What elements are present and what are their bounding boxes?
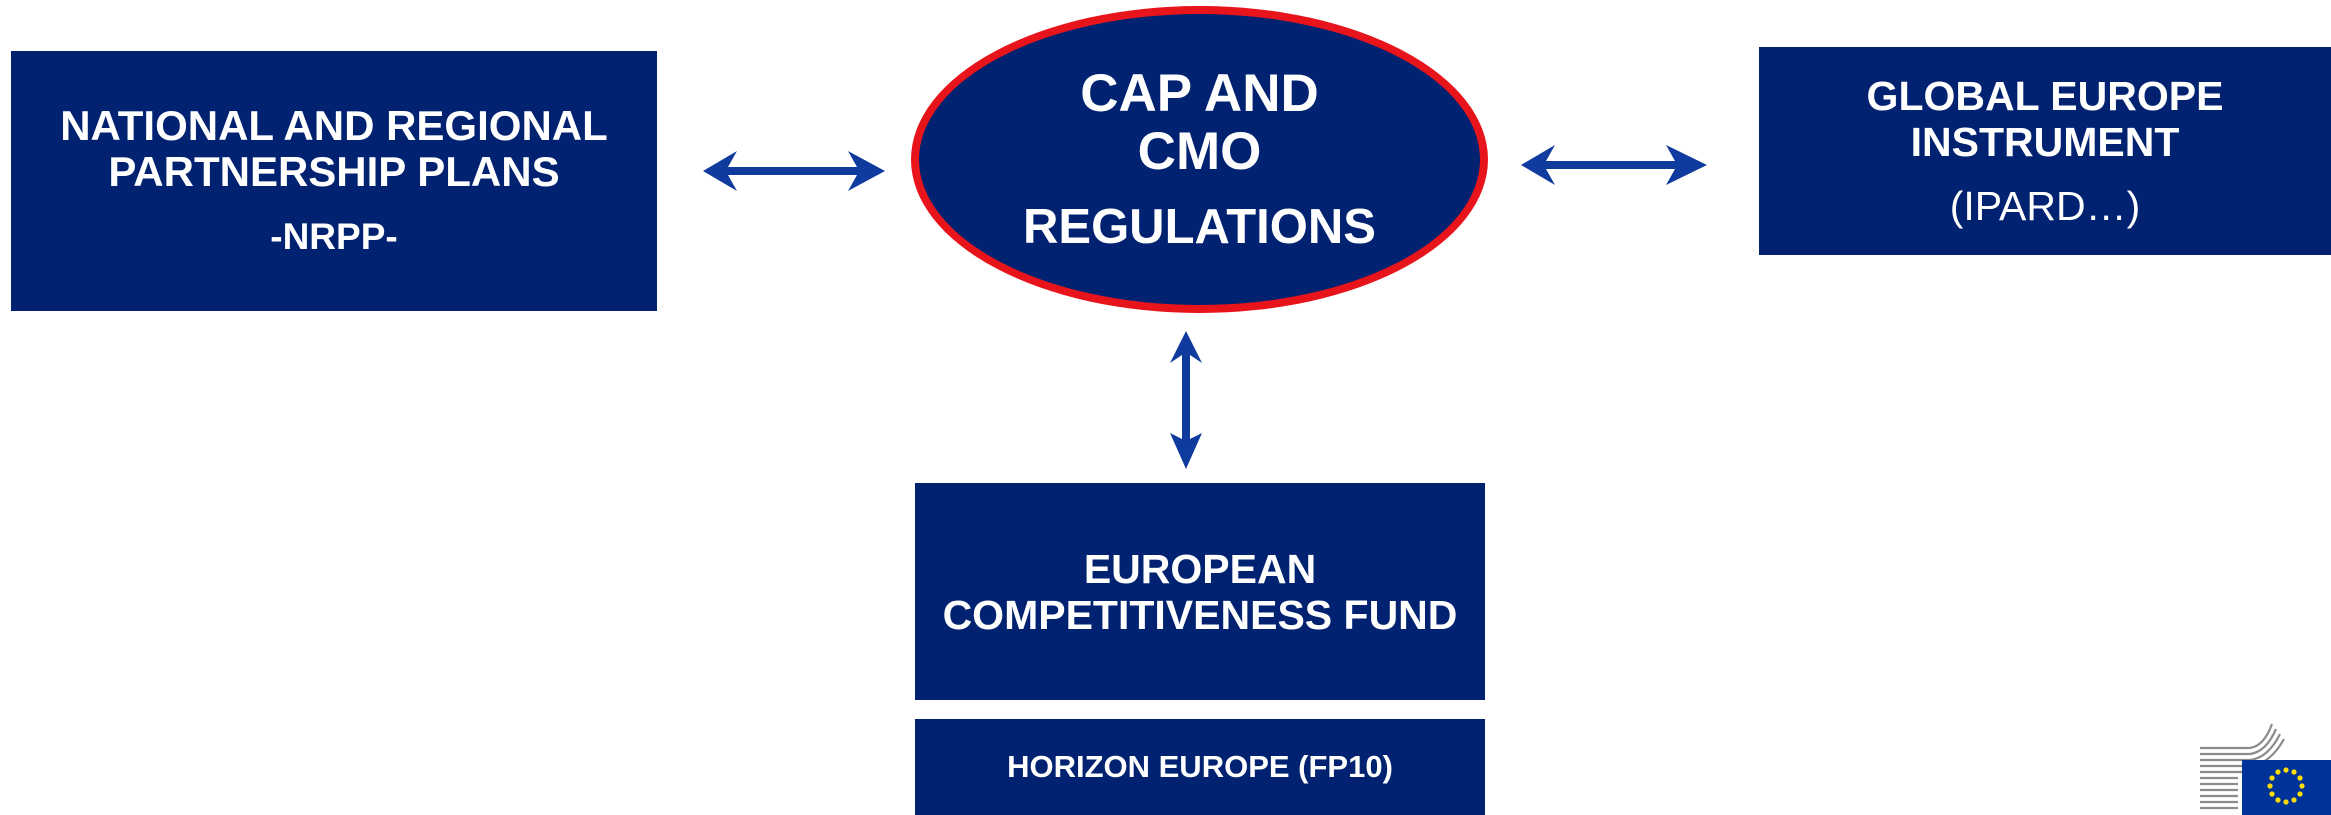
horizon-europe-box: HORIZON EUROPE (FP10)	[915, 719, 1485, 815]
ecf-title-line1: EUROPEAN	[1083, 545, 1317, 592]
ecf-title-line2: COMPETITIVENESS FUND	[942, 591, 1458, 638]
arrow-cap-ecf	[1170, 331, 1202, 469]
cap-title-line3: REGULATIONS	[1023, 199, 1376, 254]
cap-title-line1: CAP AND	[1080, 63, 1319, 123]
global-europe-title-line1: GLOBAL EUROPE	[1866, 73, 2224, 119]
european-commission-logo-icon	[2200, 723, 2331, 815]
arrow-nrpp-cap	[703, 151, 885, 191]
ecf-box: EUROPEAN COMPETITIVENESS FUND	[915, 483, 1485, 700]
nrpp-acronym: -NRPP-	[270, 216, 398, 257]
arrow-cap-global-europe	[1521, 145, 1707, 185]
global-europe-box: GLOBAL EUROPE INSTRUMENT (IPARD…)	[1759, 47, 2331, 255]
global-europe-title-line2: INSTRUMENT	[1910, 119, 2180, 165]
horizon-europe-title: HORIZON EUROPE (FP10)	[1007, 749, 1393, 784]
cap-cmo-regulations-oval: CAP AND CMO REGULATIONS	[911, 6, 1488, 313]
nrpp-title-line1: NATIONAL AND REGIONAL	[60, 102, 608, 149]
cap-title-line2: CMO	[1137, 121, 1262, 181]
nrpp-title-line2: PARTNERSHIP PLANS	[108, 148, 560, 195]
nrpp-box: NATIONAL AND REGIONAL PARTNERSHIP PLANS …	[11, 51, 657, 311]
global-europe-subtitle: (IPARD…)	[1949, 183, 2141, 229]
